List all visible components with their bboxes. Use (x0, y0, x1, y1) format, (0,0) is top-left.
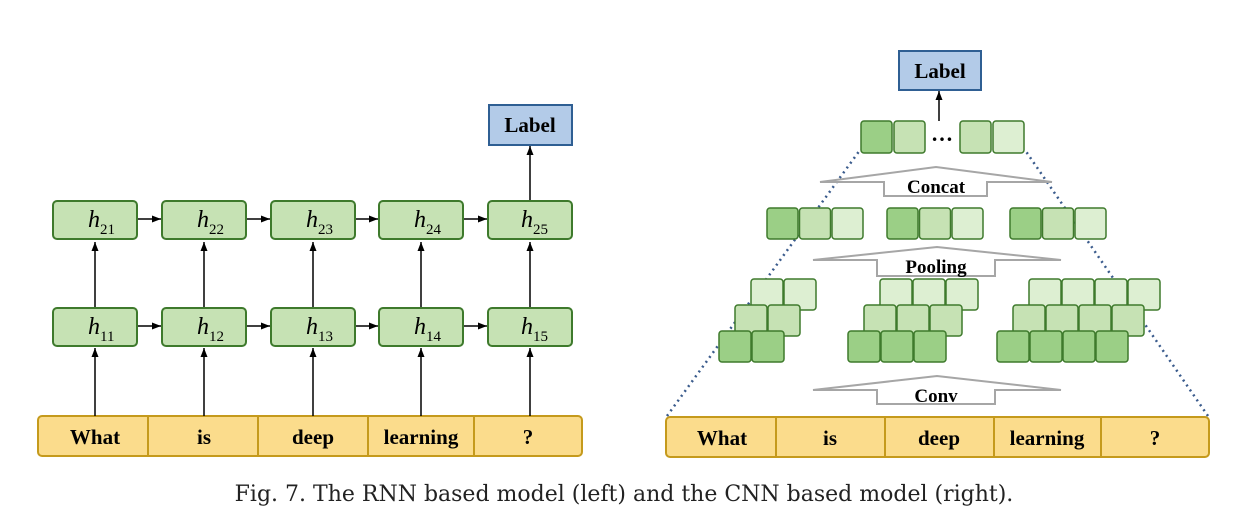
rnn-cell-h23 (270, 200, 356, 240)
feature-cell (1062, 330, 1096, 363)
rnn-cell-h21 (52, 200, 138, 240)
cnn-ellipsis: … (931, 121, 953, 146)
rnn-cell-h14-label: h14 (414, 314, 442, 345)
rnn-cell-h12 (161, 307, 247, 347)
cnn-label-node: Label (898, 50, 982, 91)
rnn-upper-cells: h21 h22 h23 h24 h25 (52, 200, 573, 240)
pooled-cell (1041, 207, 1075, 240)
rnn-cell-h15-label: h15 (521, 314, 548, 345)
cnn-label-box (898, 50, 982, 91)
rnn-cell-h15 (487, 307, 573, 347)
cnn-concat-vector (860, 120, 1025, 154)
cnn-conv-label: Conv (914, 386, 958, 407)
pooled-cell (831, 207, 864, 240)
pooled-cell (918, 207, 952, 240)
rnn-word-deep: deep (292, 425, 334, 449)
cnn-pooling-label: Pooling (905, 257, 967, 278)
rnn-cell-h24 (378, 200, 464, 240)
cnn-word-learning: learning (1010, 426, 1085, 450)
feature-cell (1095, 330, 1129, 363)
rnn-label-box (488, 104, 573, 146)
rnn-cell-h24-label: h24 (414, 207, 442, 238)
cnn-word-what: What (697, 426, 747, 450)
cnn-conv-feature-maps (718, 278, 1161, 363)
rnn-label-node: Label (488, 104, 573, 146)
rnn-arrows (91, 146, 534, 416)
rnn-cell-h12-label: h12 (197, 314, 224, 345)
rnn-cell-h22 (161, 200, 247, 240)
cnn-word-bar (665, 416, 1210, 458)
feature-cell (751, 330, 785, 363)
conv-feature-map-filter-2 (718, 278, 817, 363)
rnn-cell-h25 (487, 200, 573, 240)
rnn-word-is: is (197, 425, 211, 449)
pooled-cell (886, 207, 919, 240)
feature-cell (847, 330, 881, 363)
model-comparison-diagram: What is deep learning ? (37, 50, 1210, 458)
rnn-cell-h11 (52, 307, 138, 347)
feature-cell (1029, 330, 1063, 363)
cnn-word-row: What is deep learning ? (665, 416, 1210, 458)
cnn-concat-arrow: Concat (819, 165, 1053, 198)
rnn-cell-h11-label: h11 (88, 314, 114, 345)
cnn-funnel-left (665, 149, 862, 417)
rnn-cell-h13 (270, 307, 356, 347)
cnn-pooling-arrow: Pooling (812, 245, 1062, 278)
concat-cell (893, 120, 926, 154)
rnn-cell-h23-label: h23 (306, 207, 333, 238)
rnn-cell-h14 (378, 307, 464, 347)
pooled-cell (1074, 207, 1107, 240)
pooled-cell (1009, 207, 1042, 240)
rnn-cell-h21-label: h21 (88, 207, 115, 238)
pooled-cell (951, 207, 984, 240)
feature-cell (718, 330, 752, 363)
conv-feature-map-filter-4 (996, 278, 1161, 363)
feature-cell (913, 330, 947, 363)
feature-cell (996, 330, 1030, 363)
rnn-cell-h13-label: h13 (306, 314, 333, 345)
cnn-label-text: Label (914, 59, 966, 83)
feature-cell (880, 330, 914, 363)
rnn-word-row: What is deep learning ? (37, 415, 583, 457)
conv-feature-map-filter-3 (847, 278, 979, 363)
concat-cell (860, 120, 893, 154)
rnn-cell-h22-label: h22 (197, 207, 224, 238)
rnn-model: What is deep learning ? (37, 104, 583, 457)
cnn-conv-arrow: Conv (812, 374, 1062, 407)
figure-caption: Fig. 7. The RNN based model (left) and t… (234, 482, 1014, 507)
rnn-word-question: ? (523, 425, 534, 449)
concat-cell (992, 120, 1025, 154)
cnn-model: What is deep learning ? Conv Pooling Con… (665, 50, 1210, 458)
rnn-label-text: Label (504, 113, 556, 137)
pooled-cell (766, 207, 799, 240)
rnn-lower-cells: h11 h12 h13 h14 h15 (52, 307, 573, 347)
rnn-word-learning: learning (384, 425, 459, 449)
concat-cell (959, 120, 992, 154)
rnn-cell-h25-label: h25 (521, 207, 548, 238)
cnn-word-deep: deep (918, 426, 960, 450)
cnn-word-is: is (823, 426, 837, 450)
rnn-word-bar (37, 415, 583, 457)
rnn-word-what: What (70, 425, 120, 449)
pooled-cell (798, 207, 832, 240)
cnn-word-question: ? (1150, 426, 1161, 450)
cnn-concat-label: Concat (907, 177, 966, 198)
cnn-pooled-vectors (766, 207, 1107, 240)
